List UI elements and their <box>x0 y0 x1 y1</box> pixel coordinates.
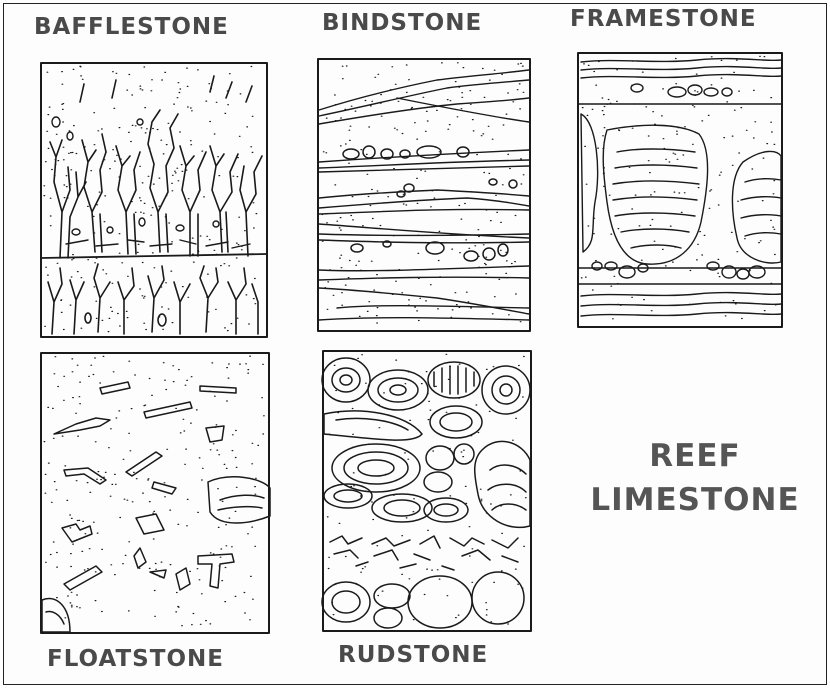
bindstone-label: BINDSTONE <box>322 10 482 36</box>
sediment-stipple <box>44 66 257 331</box>
floatstone-label: FLOATSTONE <box>47 646 224 672</box>
bafflestone-panel <box>40 62 268 338</box>
binding-laminae <box>319 70 529 320</box>
floating-clasts <box>42 382 270 632</box>
framework-colonies <box>581 114 781 264</box>
rudstone-panel <box>322 350 532 632</box>
bafflestone-label: BAFFLESTONE <box>34 14 229 40</box>
branching-organisms-lower <box>48 264 258 334</box>
sediment-stipple <box>581 56 776 319</box>
reef-limestone-label: REEF LIMESTONE <box>570 434 820 522</box>
framestone-label: FRAMESTONE <box>570 6 757 32</box>
framestone-panel <box>577 52 783 328</box>
rudstone-clasts <box>322 358 530 628</box>
bindstone-panel <box>317 58 531 332</box>
rudstone-label: RUDSTONE <box>338 642 488 668</box>
branching-organisms-upper <box>50 76 262 258</box>
floatstone-panel <box>40 352 270 634</box>
